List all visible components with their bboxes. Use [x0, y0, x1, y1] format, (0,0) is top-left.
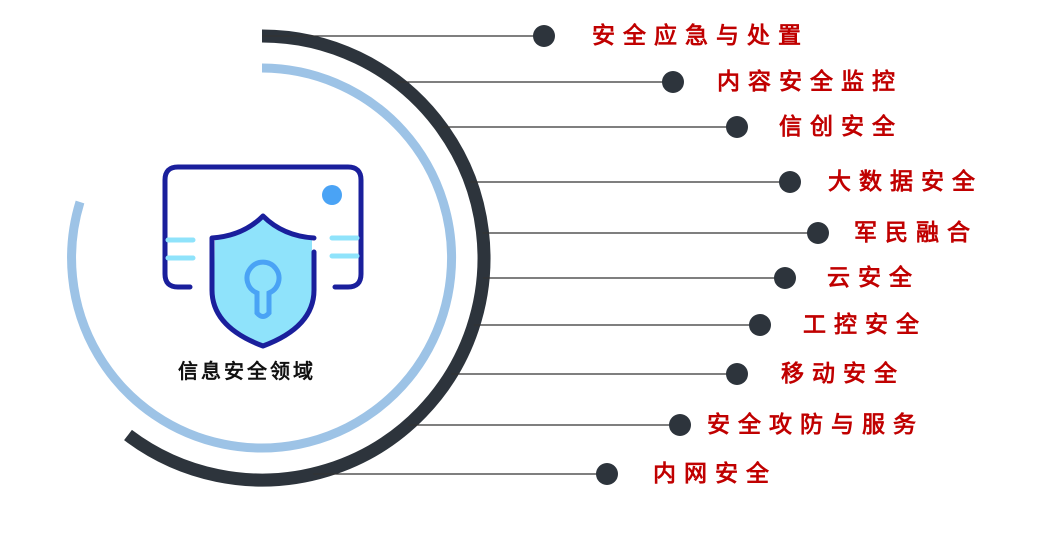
node-dot: [596, 463, 618, 485]
domain-label: 内容安全监控: [717, 69, 903, 95]
dark-arc: [124, 29, 491, 487]
node-dot: [779, 171, 801, 193]
node-dot: [662, 71, 684, 93]
center-title: 信息安全领域: [178, 359, 316, 383]
domain-label: 大数据安全: [828, 169, 983, 195]
node-dot: [726, 116, 748, 138]
light-arc: [67, 63, 457, 453]
node-dot: [749, 314, 771, 336]
shield-keyhole-card-icon: [162, 164, 364, 349]
node-dot: [726, 363, 748, 385]
node-dot: [669, 414, 691, 436]
domain-label: 工控安全: [803, 312, 927, 338]
domain-label: 内网安全: [653, 461, 777, 487]
domain-label: 云安全: [827, 265, 920, 291]
node-dot: [533, 25, 555, 47]
domain-label: 安全攻防与服务: [707, 412, 924, 438]
domain-label: 移动安全: [781, 361, 905, 387]
domain-label: 安全应急与处置: [592, 23, 809, 49]
node-dot: [807, 222, 829, 244]
node-dot: [774, 267, 796, 289]
domain-label: 信创安全: [779, 114, 903, 140]
domain-label: 军民融合: [854, 220, 978, 246]
